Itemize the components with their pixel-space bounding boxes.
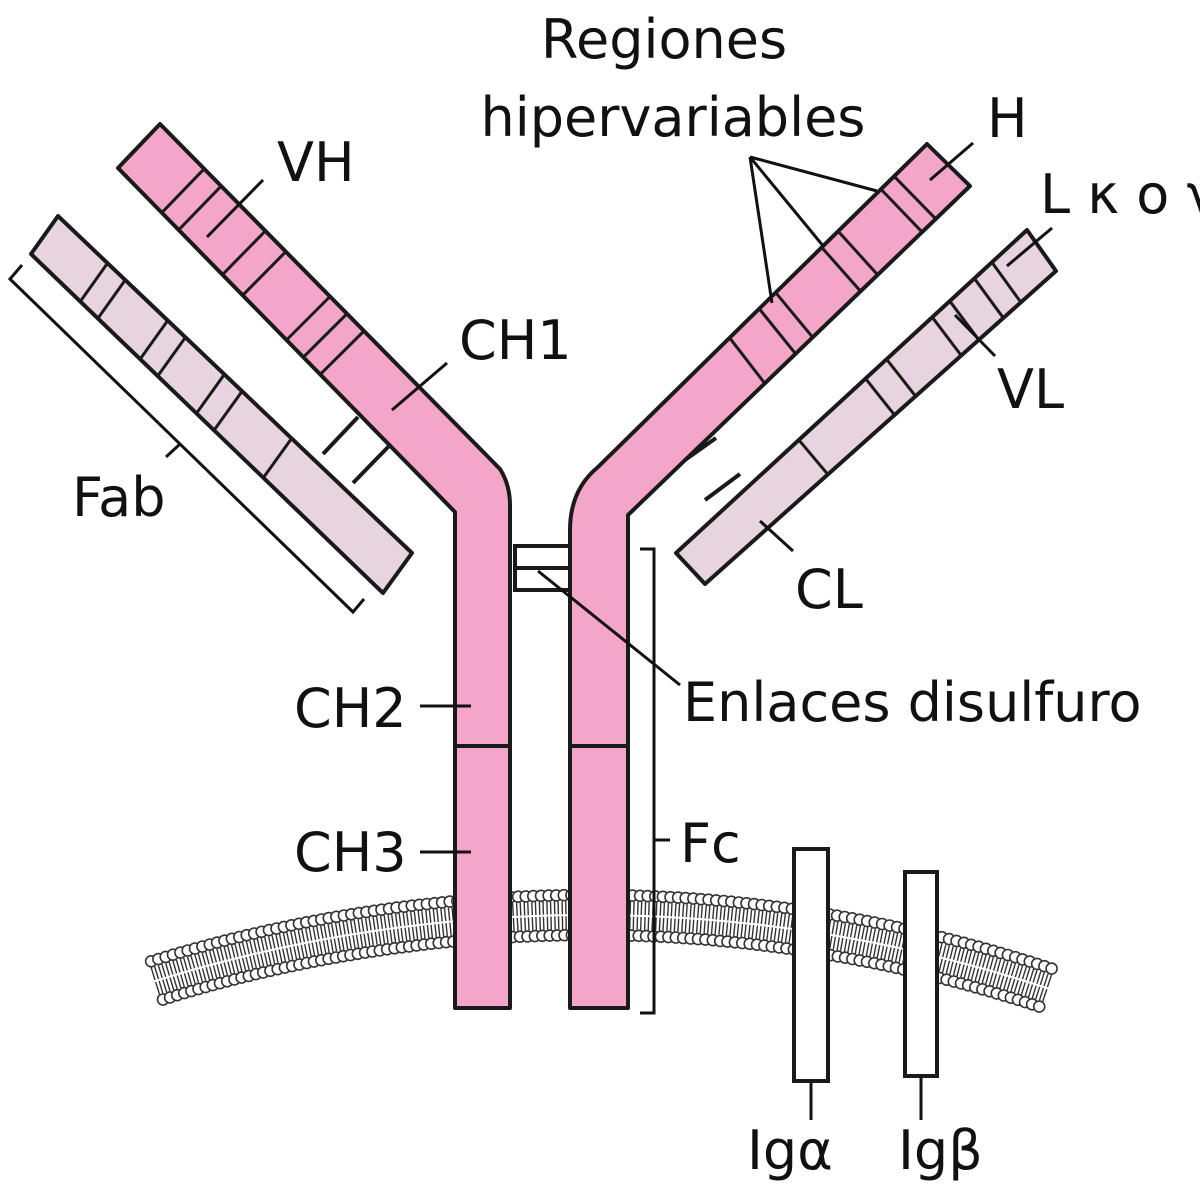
fc-bracket [640, 547, 670, 1015]
label-vh: VH [277, 131, 355, 194]
label-regiones: Regiones [541, 8, 787, 71]
leader-lines [205, 141, 1053, 854]
light-chain-left [29, 214, 414, 595]
label-ch1: CH1 [459, 309, 572, 372]
ig-alpha-rect [792, 847, 830, 1120]
label-vl: VL [997, 358, 1064, 421]
label-fab: Fab [72, 466, 165, 529]
fab-bracket [7, 264, 366, 615]
label-hipervariables: hipervariables [481, 86, 866, 149]
label-ig-beta: Igβ [898, 1119, 983, 1182]
light-chain-right [674, 228, 1058, 586]
label-h: H [987, 87, 1028, 150]
label-ch2: CH2 [294, 677, 407, 740]
label-fc: Fc [680, 812, 741, 875]
disulfide-bonds-hinge [513, 544, 572, 592]
label-ig-alpha: Igα [747, 1119, 833, 1182]
heavy-chain-left [116, 122, 512, 1010]
heavy-chain-right [568, 142, 972, 1010]
label-cl: CL [795, 558, 863, 621]
label-l-kappa-gamma: L κ o γ [1040, 163, 1200, 226]
label-enlaces-disulfuro: Enlaces disulfuro [683, 671, 1142, 734]
ig-beta-rect [903, 870, 939, 1120]
label-ch3: CH3 [294, 821, 407, 884]
